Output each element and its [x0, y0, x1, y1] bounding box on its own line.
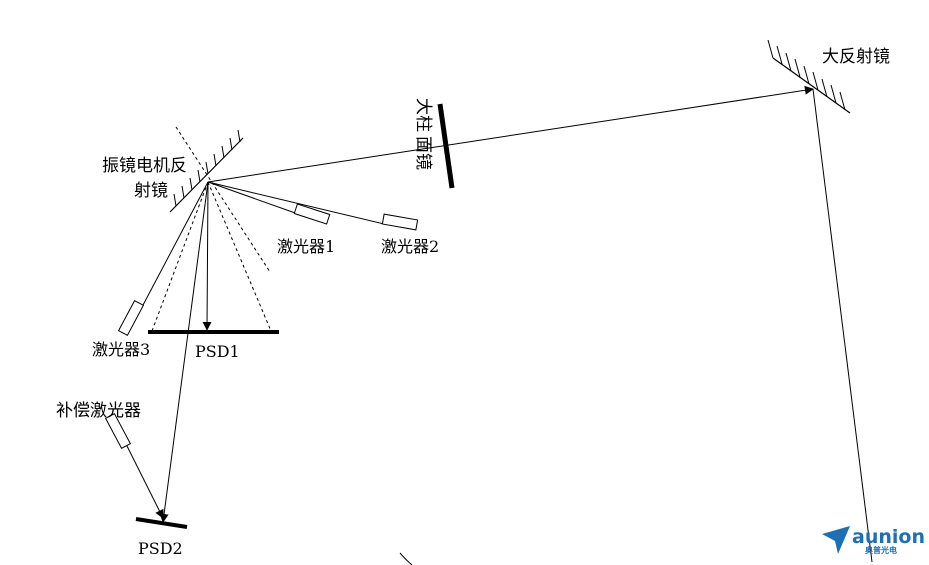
label-laser1: 激光器1	[277, 237, 335, 256]
stray-mark	[399, 552, 413, 565]
laser-2-body	[381, 213, 419, 231]
logo-sub: 奥普光电	[864, 545, 897, 555]
label-big-mirror: 大反射镜	[822, 47, 890, 67]
comp-laser-body	[104, 412, 132, 450]
label-laser3: 激光器3	[92, 340, 150, 359]
beams	[125, 85, 873, 563]
logo-arrow-icon	[822, 526, 850, 554]
big-reflecting-mirror	[767, 39, 851, 114]
scan-range-dashed	[151, 126, 272, 332]
psd2-detector	[135, 517, 188, 529]
logo-name: aunion	[852, 526, 925, 548]
cylindrical-mirror	[437, 103, 455, 189]
label-galvo-1: 振镜电机反	[102, 156, 187, 176]
label-psd2: PSD2	[138, 539, 183, 558]
label-cyl-mirror-1: 大柱	[413, 98, 433, 132]
label-galvo-2: 射镜	[134, 181, 168, 201]
label-cyl-mirror: 大柱 面镜	[413, 98, 433, 170]
label-cyl-mirror-2: 面镜	[413, 136, 433, 170]
label-comp-laser: 补偿激光器	[56, 401, 141, 421]
label-laser2: 激光器2	[381, 237, 439, 256]
galvo-mirror	[169, 129, 244, 213]
label-psd1: PSD1	[195, 342, 240, 361]
laser-3-body	[117, 299, 145, 337]
laser-1-body	[293, 203, 331, 225]
aunion-logo: aunion 奥普光电	[822, 526, 925, 555]
